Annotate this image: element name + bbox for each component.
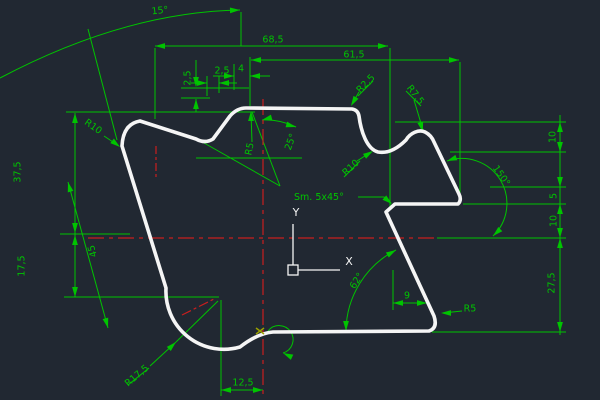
dim-label-12-5: 12,5: [232, 378, 253, 389]
dim-label-r10-topleft: R10: [82, 117, 104, 137]
dimension-layer: 15° 68,5 61,5 2,5 2,5 4 R10 R5 25° R2,5 …: [0, 5, 566, 396]
dim-label-17-5: 17,5: [17, 255, 28, 276]
dim-label-r5-bottomright: R5: [464, 304, 477, 315]
dim-label-2-5-h: 2,5: [214, 66, 229, 77]
ucs-origin-box: [287, 264, 299, 276]
part-outline: [120, 106, 463, 352]
dim-label-62deg: 62°: [348, 271, 366, 291]
snap-marker: [255, 327, 265, 335]
dim-label-r5-top: R5: [243, 142, 256, 157]
dim-label-15deg: 15°: [151, 5, 169, 18]
dim-label-2-5-v: 2,5: [183, 70, 194, 85]
dim-label-10-upper: 10: [548, 131, 559, 143]
dim-label-27-5: 27,5: [547, 272, 558, 293]
dim-label-37-5: 37,5: [13, 161, 24, 182]
ucs-icon: Y X: [287, 206, 353, 276]
dim-label-68-5: 68,5: [262, 35, 283, 46]
dim-label-r7-5: R7,5: [404, 83, 426, 107]
ucs-x-label: X: [345, 255, 353, 268]
centerline-layer: [88, 99, 437, 396]
dim-label-r10-notch: R10: [340, 158, 361, 179]
part-profile-layer: [120, 106, 463, 352]
dim-label-45: 45: [86, 244, 100, 259]
dim-label-10-lower: 10: [549, 215, 560, 227]
dim-label-r17-5: R17,5: [123, 363, 151, 389]
dim-label-5: 5: [549, 193, 560, 199]
ucs-y-label: Y: [292, 206, 300, 219]
dimension-lines: [0, 9, 566, 396]
dim-label-4: 4: [238, 64, 244, 75]
dim-label-61-5: 61,5: [343, 50, 364, 61]
dim-label-150deg: 150°: [490, 163, 512, 188]
dim-label-25deg: 25°: [283, 132, 299, 152]
arc-centerline: [181, 298, 215, 316]
dim-label-r2-5: R2,5: [354, 72, 377, 95]
chamfer-note: Sm. 5x45°: [294, 192, 344, 203]
dim-label-9: 9: [404, 291, 410, 302]
